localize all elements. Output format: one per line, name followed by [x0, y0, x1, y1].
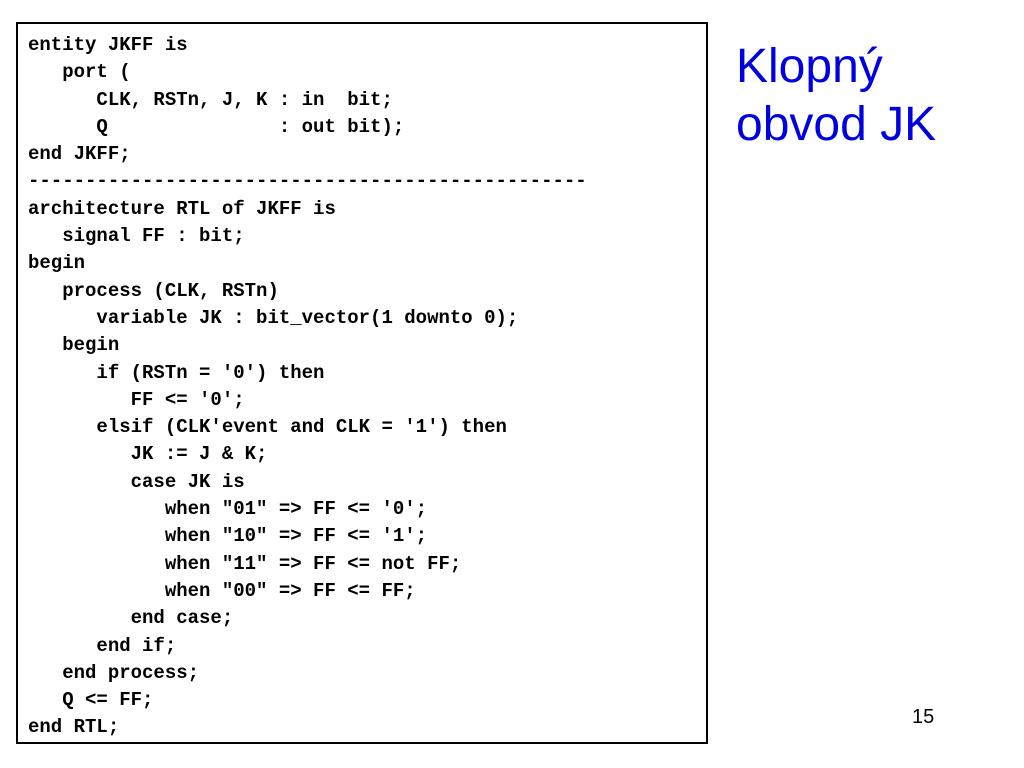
code-line: end case;	[28, 607, 234, 630]
code-line: elsif (CLK'event and CLK = '1') then	[28, 416, 507, 439]
code-line: end JKFF;	[28, 143, 131, 166]
code-line: variable JK : bit_vector(1 downto 0);	[28, 306, 519, 329]
page-number: 15	[912, 706, 935, 728]
code-line: when "00" => FF <= FF;	[28, 579, 416, 602]
code-line: when "01" => FF <= '0';	[28, 498, 428, 521]
code-line: if (RSTn = '0') then	[28, 361, 325, 384]
code-line: Q : out bit);	[28, 115, 405, 138]
code-line: signal FF : bit;	[28, 225, 245, 248]
code-line: JK := J & K;	[28, 443, 268, 466]
code-line: architecture RTL of JKFF is	[28, 197, 336, 220]
code-listing-box: entity JKFF is port ( CLK, RSTn, J, K : …	[16, 22, 708, 744]
code-line: end if;	[28, 634, 177, 657]
code-line: begin	[28, 334, 120, 357]
code-separator-line: ----------------------------------------…	[28, 170, 587, 193]
code-line: entity JKFF is	[28, 34, 188, 56]
code-line: begin	[28, 252, 86, 275]
slide-title-line: Klopný	[736, 40, 883, 93]
code-line: FF <= '0';	[28, 388, 245, 411]
code-line: when "11" => FF <= not FF;	[28, 552, 462, 575]
code-line: Q <= FF;	[28, 689, 154, 712]
code-line: case JK is	[28, 470, 245, 493]
code-line: end RTL;	[28, 716, 120, 739]
code-line: when "10" => FF <= '1';	[28, 525, 428, 548]
code-line: port (	[28, 61, 131, 84]
slide-title: Klopný obvod JK	[736, 38, 1016, 154]
code-line: end process;	[28, 661, 200, 684]
code-line: CLK, RSTn, J, K : in bit;	[28, 88, 393, 111]
slide-title-line: obvod JK	[736, 98, 937, 151]
code-listing: entity JKFF is port ( CLK, RSTn, J, K : …	[28, 32, 587, 742]
code-line: process (CLK, RSTn)	[28, 279, 279, 302]
